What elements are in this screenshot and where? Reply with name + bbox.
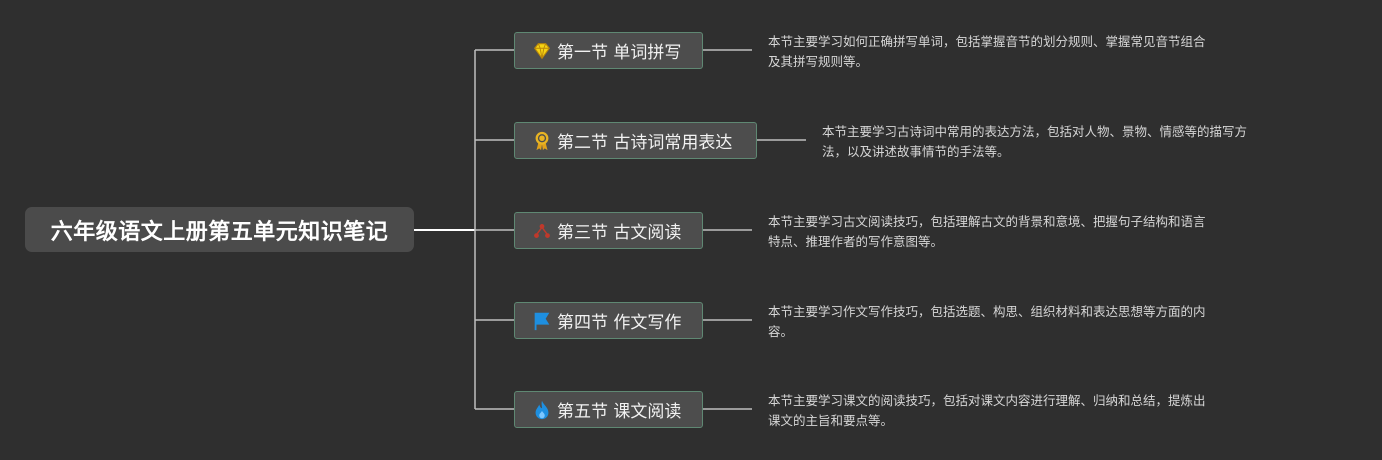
topic-label: 第一节 单词拼写: [557, 43, 682, 63]
topic-description: 本节主要学习课文的阅读技巧，包括对课文内容进行理解、归纳和总结，提炼出 课文的主…: [768, 393, 1206, 428]
topic-description: 本节主要学习作文写作技巧，包括选题、构思、组织材料和表达思想等方面的内 容。: [768, 304, 1206, 339]
topic-section-5[interactable]: 第五节 课文阅读: [514, 391, 703, 428]
topic-section-3[interactable]: 第三节 古文阅读: [514, 212, 703, 249]
topic-label: 第五节 课文阅读: [557, 402, 682, 422]
topic-section-4[interactable]: 第四节 作文写作: [514, 302, 703, 339]
topic-label: 第二节 古诗词常用表达: [557, 133, 733, 153]
topic-section-2[interactable]: 第二节 古诗词常用表达: [514, 122, 757, 159]
diamond-icon: [531, 40, 553, 62]
topic-label: 第四节 作文写作: [557, 313, 682, 333]
topic-description: 本节主要学习古文阅读技巧，包括理解古文的背景和意境、把握句子结构和语言 特点、推…: [768, 214, 1206, 249]
topic-description: 本节主要学习古诗词中常用的表达方法，包括对人物、景物、情感等的描写方 法，以及讲…: [822, 124, 1248, 159]
root-title: 六年级语文上册第五单元知识笔记: [50, 219, 389, 245]
flame-icon: [531, 399, 553, 421]
topic-section-1[interactable]: 第一节 单词拼写: [514, 32, 703, 69]
topic-label: 第三节 古文阅读: [557, 223, 682, 243]
award-ribbon-icon: [531, 130, 553, 152]
root-topic[interactable]: 六年级语文上册第五单元知识笔记: [25, 207, 414, 252]
flag-icon: [531, 310, 553, 332]
topic-description: 本节主要学习如何正确拼写单词，包括掌握音节的划分规则、掌握常见音节组合 及其拼写…: [768, 34, 1206, 69]
network-nodes-icon: [531, 220, 553, 242]
